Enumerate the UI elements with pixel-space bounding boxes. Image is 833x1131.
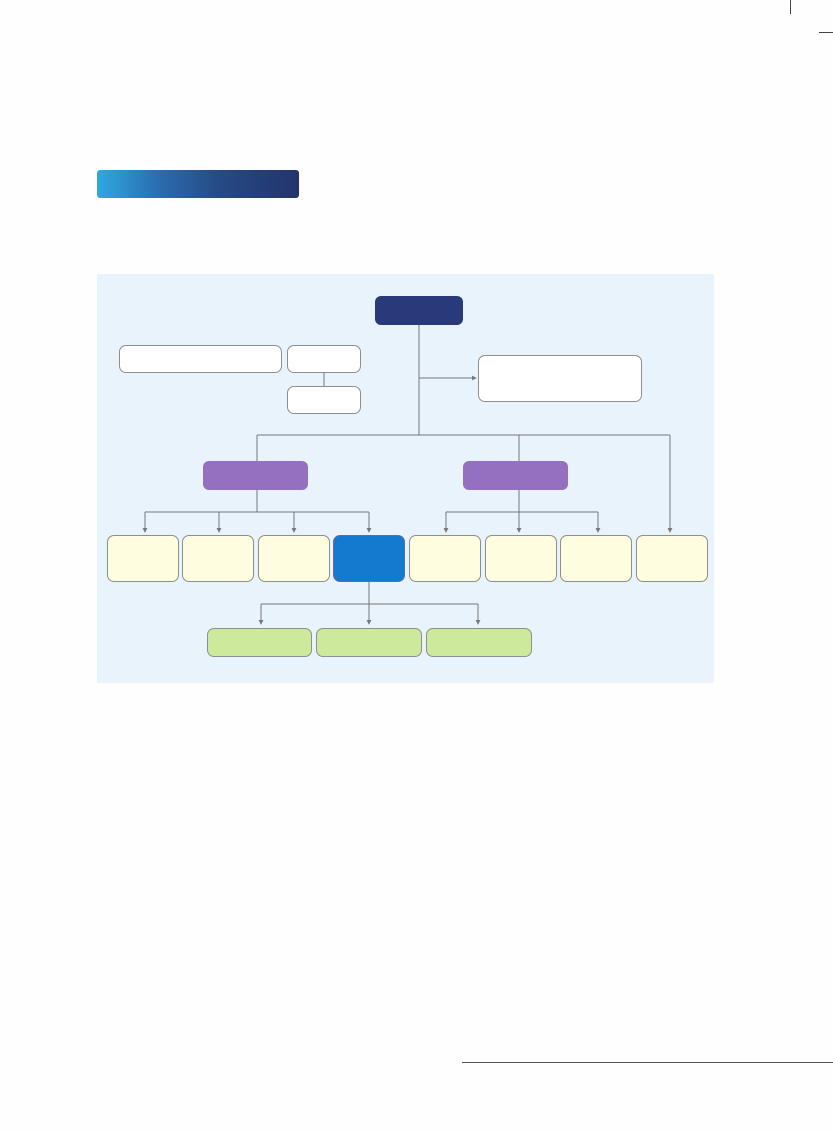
side-note-box bbox=[478, 355, 642, 402]
leaf-node-8 bbox=[636, 535, 708, 582]
leaf-node-2 bbox=[182, 535, 254, 582]
leaf-node-1 bbox=[107, 535, 179, 582]
root-node bbox=[375, 296, 463, 325]
diagram-panel bbox=[97, 274, 714, 683]
crop-mark-top bbox=[790, 0, 791, 14]
leaf-node-3 bbox=[258, 535, 330, 582]
aside-small-box-top bbox=[287, 345, 361, 373]
sub-item-node-3 bbox=[426, 628, 532, 657]
branch-node-left bbox=[203, 461, 308, 490]
footer-rule bbox=[462, 1062, 833, 1063]
leaf-node-7 bbox=[560, 535, 632, 582]
leaf-node-4-highlighted bbox=[333, 535, 405, 582]
section-header-banner bbox=[97, 170, 299, 198]
leaf-node-5 bbox=[409, 535, 481, 582]
leaf-node-6 bbox=[485, 535, 557, 582]
sub-item-node-1 bbox=[207, 628, 312, 657]
aside-wide-box bbox=[119, 345, 282, 373]
crop-mark-right bbox=[819, 32, 833, 33]
sub-item-node-2 bbox=[316, 628, 422, 657]
aside-small-box-bottom bbox=[287, 386, 361, 414]
branch-node-right bbox=[463, 461, 568, 490]
